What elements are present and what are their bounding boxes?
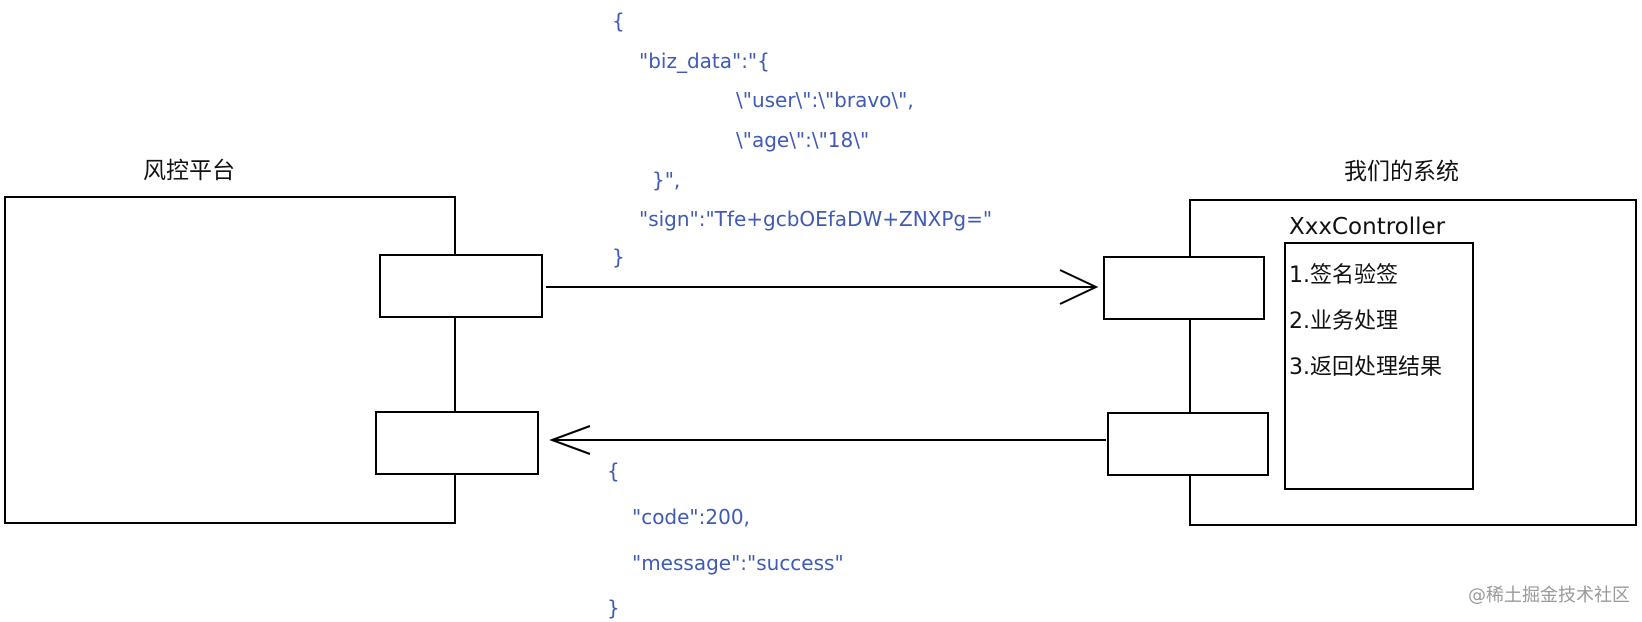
right-request-port [1103,256,1265,320]
response-json-line-1: { [607,459,620,483]
right-system-title: 我们的系统 [1344,159,1459,185]
watermark: @稀土掘金技术社区 [1468,585,1630,606]
left-system-box [4,196,456,524]
response-json-line-3: "message":"success" [632,551,844,575]
request-arrow-head [1059,269,1099,305]
controller-title: XxxController [1289,214,1446,240]
request-json-line-1: { [612,9,625,33]
controller-step-1: 1.签名验签 [1289,263,1398,288]
response-json-line-4: } [607,596,620,620]
response-arrow-head [549,425,591,455]
left-response-port [375,411,539,475]
controller-box [1284,242,1474,490]
controller-step-2: 2.业务处理 [1289,309,1398,334]
request-json-line-3: \"user\":\"bravo\", [736,88,914,112]
right-system-box [1189,199,1637,526]
left-system-title: 风控平台 [143,158,235,184]
right-response-port [1107,412,1269,476]
request-json-line-4: \"age\":\"18\" [736,128,870,152]
controller-step-3: 3.返回处理结果 [1289,355,1442,380]
left-request-port [379,254,543,318]
request-json-line-7: } [612,245,625,269]
request-json-line-2: "biz_data":"{ [639,49,770,73]
request-json-line-5: }", [652,168,681,192]
request-json-line-6: "sign":"Tfe+gcbOEfaDW+ZNXPg=" [639,207,993,231]
response-json-line-2: "code":200, [632,505,750,529]
